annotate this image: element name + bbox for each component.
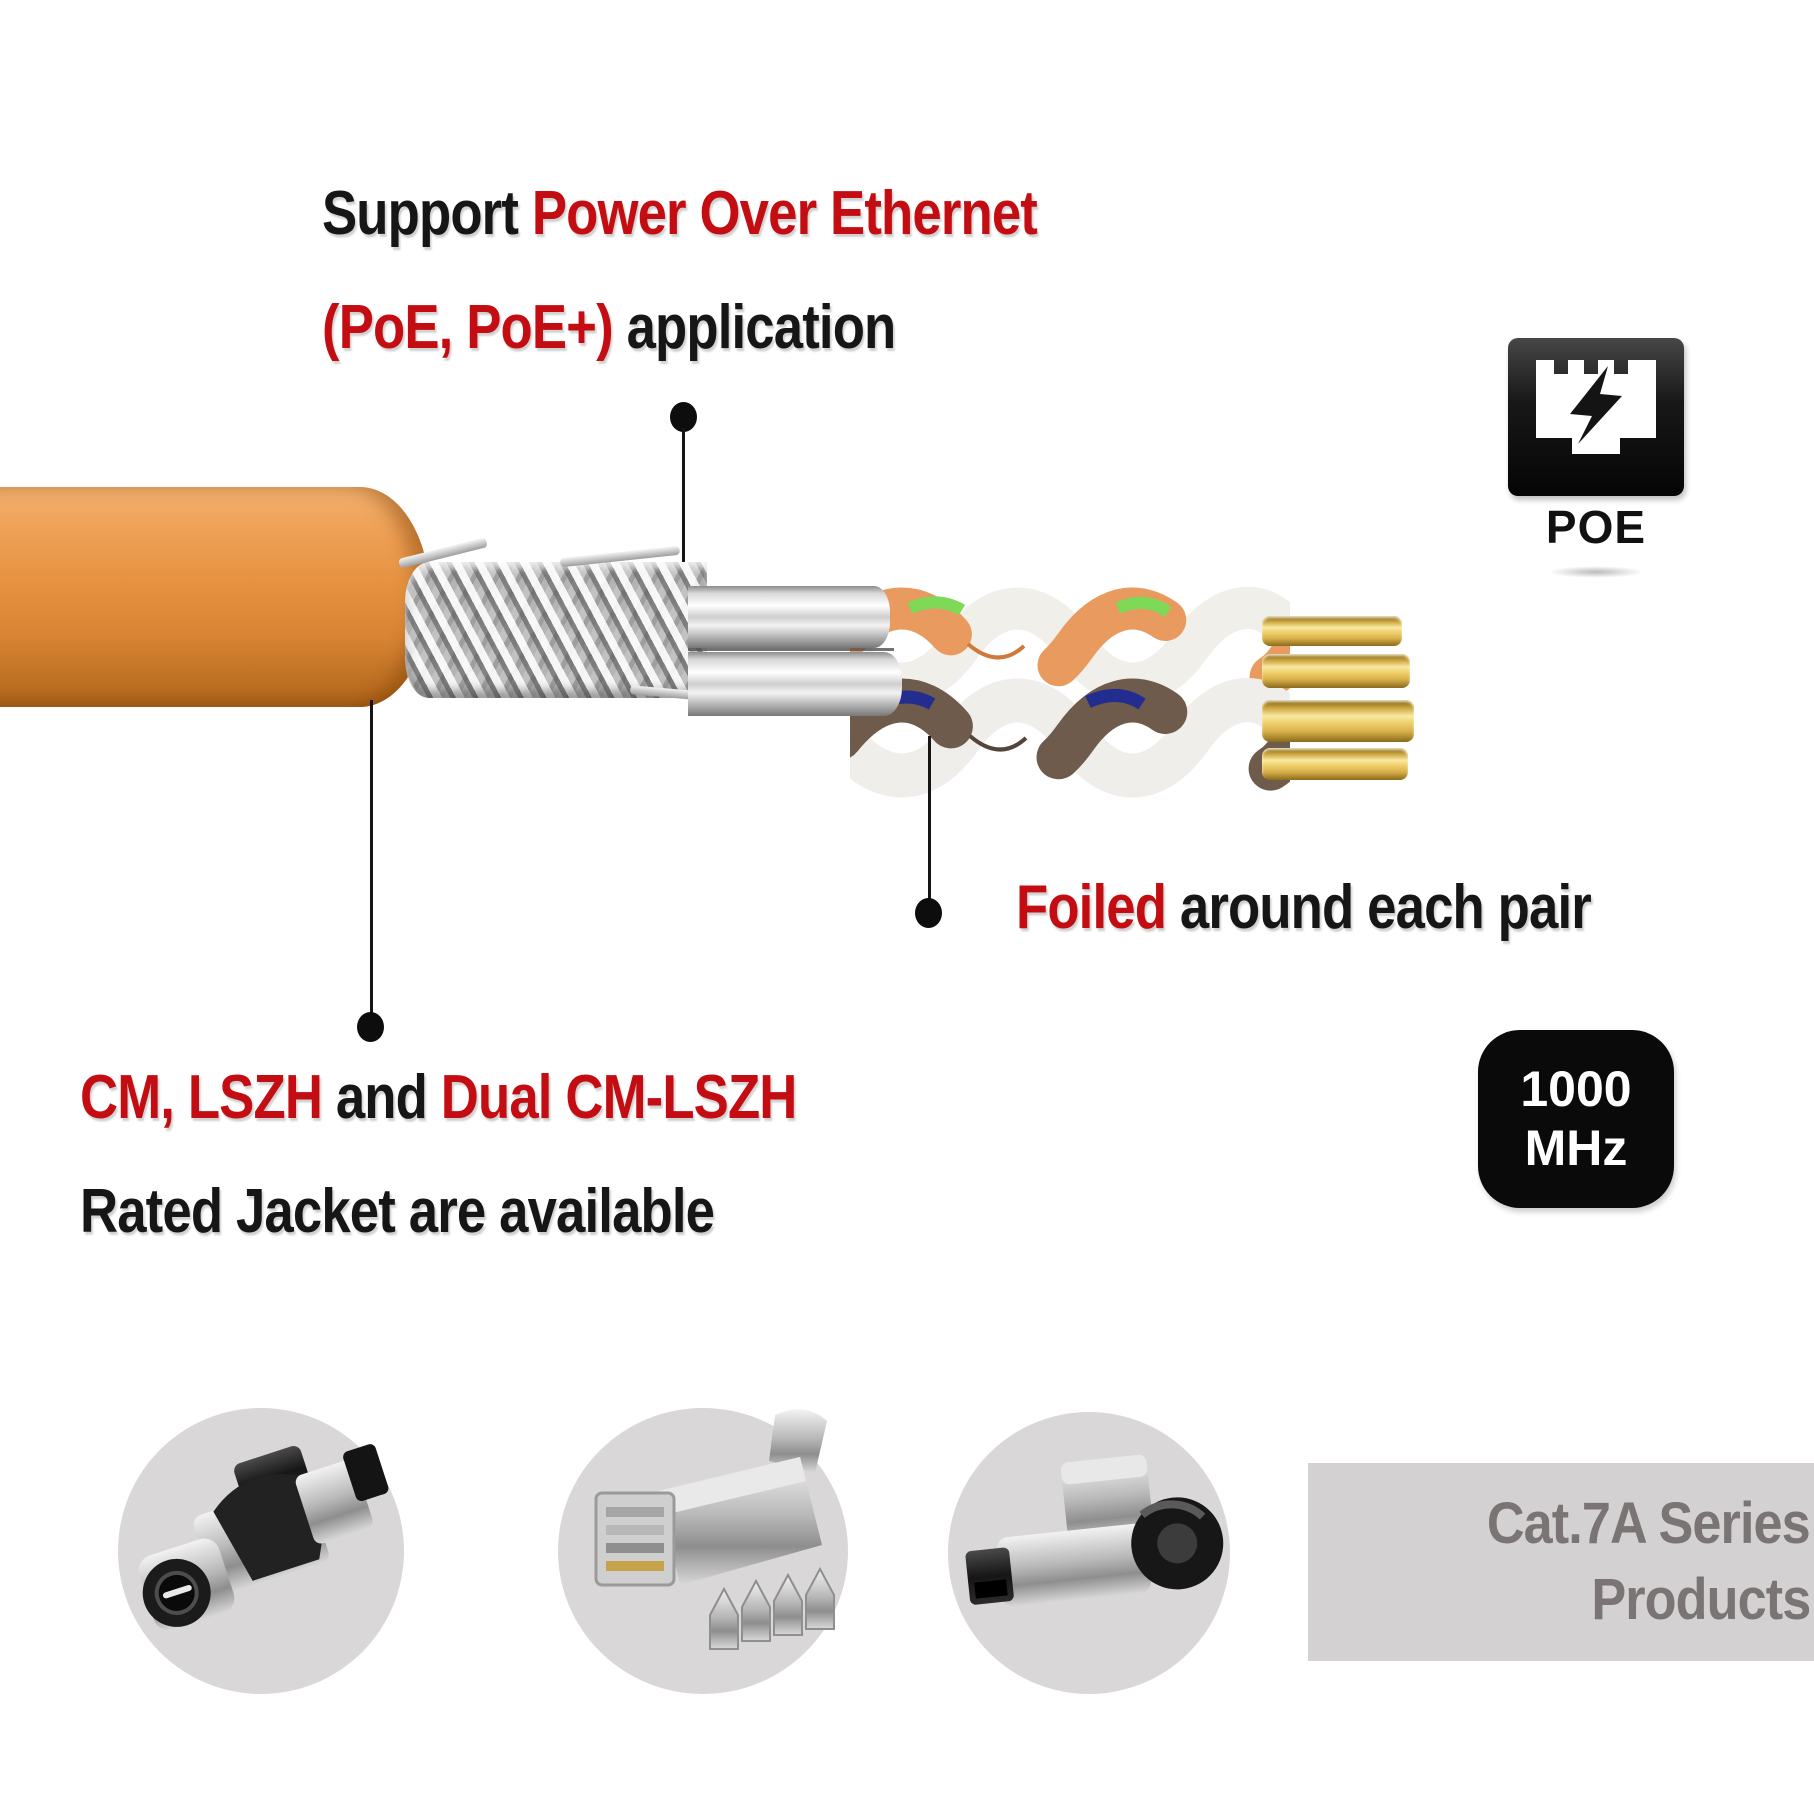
- callout-dot-foiled: [915, 898, 942, 928]
- callout-dot-jacket: [357, 1012, 384, 1042]
- headline-text-red: Power Over Ethernet: [531, 179, 1038, 248]
- jacket-text-red: Dual CM-LSZH: [440, 1063, 798, 1132]
- connector-field-termination-plug: [138, 1444, 389, 1631]
- frequency-value: 1000: [1520, 1061, 1632, 1117]
- headline-text-black: Support: [322, 179, 532, 248]
- lightning-bolt-icon: [1570, 366, 1622, 444]
- callout-line-jacket: [370, 700, 373, 1014]
- foiled-callout-text: Foiled around each pair: [1016, 872, 1592, 943]
- gold-conductor: [1262, 748, 1408, 780]
- jacket-callout-line2: Rated Jacket are available: [80, 1177, 715, 1246]
- poe-headline-line2: (PoE, PoE+) application: [322, 292, 897, 363]
- series-title-line2: Products: [1590, 1567, 1811, 1632]
- poe-icon-label: POE: [1545, 501, 1647, 553]
- gold-conductor: [1262, 654, 1410, 688]
- callout-line-foiled: [928, 736, 931, 900]
- jacket-text-black: and: [322, 1063, 441, 1132]
- connector-angled-plug: [965, 1454, 1224, 1607]
- pair-orange-white: [850, 586, 1290, 705]
- cable-braid-shield: [405, 562, 707, 698]
- jacket-text-red: CM, LSZH: [80, 1063, 323, 1132]
- poe-headline-line1: Support Power Over Ethernet: [322, 178, 1038, 249]
- frequency-badge: 1000 MHz: [1478, 1030, 1674, 1208]
- twisted-pairs-illustration: [850, 586, 1290, 798]
- gold-conductor: [1262, 616, 1402, 646]
- cable-jacket: [0, 487, 430, 707]
- frequency-unit: MHz: [1524, 1120, 1628, 1176]
- foil-tube-bottom: [688, 652, 902, 716]
- foil-seam: [688, 648, 894, 651]
- callout-dot-poe: [670, 402, 697, 432]
- headline-text-black: application: [612, 293, 897, 362]
- foiled-text-red: Foiled: [1016, 873, 1167, 942]
- headline-text-red: (PoE, PoE+): [322, 293, 614, 362]
- poe-port-icon: [1508, 338, 1684, 496]
- callout-line-poe: [682, 428, 685, 614]
- series-box: Cat.7A Series Products: [1308, 1463, 1814, 1661]
- pair-brown-white: [850, 678, 1290, 798]
- series-title-line1: Cat.7A Series: [1487, 1491, 1811, 1557]
- connector-shielded-plug-exploded: [594, 1409, 835, 1650]
- gold-conductor: [1262, 700, 1414, 742]
- ethernet-port-glyph: [1536, 360, 1656, 454]
- poe-label-shadow: [1548, 566, 1644, 578]
- foil-tube-top: [688, 586, 890, 648]
- foiled-text-black: around each pair: [1166, 873, 1592, 942]
- jacket-callout-line1: CM, LSZH and Dual CM-LSZH: [80, 1062, 797, 1133]
